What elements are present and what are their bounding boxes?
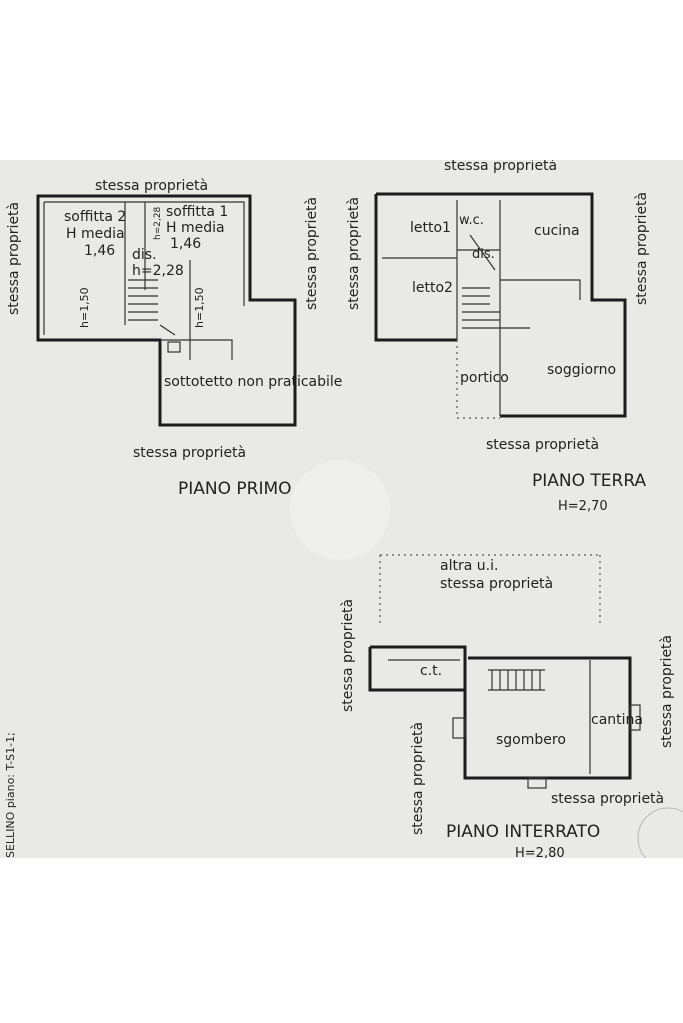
piano-primo-neighbor-right: stessa proprietà <box>304 197 320 310</box>
piano-primo-neighbor-top: stessa proprietà <box>95 178 208 194</box>
altra-ui-boundary <box>379 554 601 625</box>
piano-terra-stairs <box>462 287 530 329</box>
stamp-mark <box>637 807 683 858</box>
soffitta-1-eave-height: h=1,50 <box>193 287 206 328</box>
ridge-height: h=2,28 <box>153 206 163 240</box>
piano-interrato-inner-walls <box>388 659 591 774</box>
piano-interrato-height: H=2,80 <box>515 846 565 858</box>
letto2-label: letto2 <box>412 280 453 296</box>
piano-terra-outline <box>374 192 627 418</box>
chimney-mark <box>167 341 181 353</box>
piano-terra-neighbor-bottom: stessa proprietà <box>486 437 599 453</box>
piano-terra-plan <box>374 192 627 419</box>
centrale-termica-label: c.t. <box>420 663 442 679</box>
altra-ui-label: altra u.i. <box>440 558 498 574</box>
soggiorno-label: soggiorno <box>547 362 616 378</box>
disimpegno-terra-label: dis. <box>472 247 495 262</box>
piano-interrato-stairs <box>488 669 545 691</box>
wc-label: w.c. <box>459 213 484 228</box>
disimpegno-label: dis. <box>132 247 157 263</box>
piano-primo-neighbor-bottom: stessa proprietà <box>133 445 246 461</box>
piano-interrato-outline <box>368 645 632 780</box>
piano-interrato-neighbor-left-lower: stessa proprietà <box>410 722 426 835</box>
piano-primo-title: PIANO PRIMO <box>178 479 292 499</box>
soffitta-2-height: 1,46 <box>84 243 115 259</box>
letto1-label: letto1 <box>410 220 451 236</box>
piano-primo-plan <box>36 194 297 427</box>
soffitta-1-height: 1,46 <box>170 236 201 252</box>
window-mark <box>452 717 466 739</box>
soffitta-1-label: soffitta 1 <box>166 204 228 220</box>
piano-interrato-neighbor-bottom: stessa proprietà <box>551 791 664 807</box>
piano-terra-neighbor-left: stessa proprietà <box>346 197 362 310</box>
cantina-label: cantina <box>591 712 643 728</box>
floor-plan-drawing: stessa proprietà stessa proprietà stessa… <box>4 160 683 858</box>
piano-interrato-plan <box>368 554 641 789</box>
watermark-logo <box>290 460 390 560</box>
margin-reference-text: SELLINO piano: T-S1-1; <box>4 732 17 858</box>
portico-label: portico <box>460 370 509 386</box>
sottotetto-label: sottotetto non praticabile <box>164 374 342 390</box>
soffitta-2-label: soffitta 2 <box>64 209 126 225</box>
piano-interrato-neighbor-left-upper: stessa proprietà <box>340 599 356 712</box>
piano-terra-inner-walls <box>382 200 581 416</box>
portico-outline <box>456 340 500 419</box>
piano-primo-neighbor-left: stessa proprietà <box>6 202 22 315</box>
piano-terra-neighbor-right: stessa proprietà <box>634 192 650 305</box>
piano-interrato-neighbor-right: stessa proprietà <box>659 635 675 748</box>
piano-interrato-title: PIANO INTERRATO <box>446 822 600 842</box>
soffitta-2-hmedia: H media <box>66 226 125 242</box>
piano-terra-height: H=2,70 <box>558 499 608 514</box>
soffitta-1-hmedia: H media <box>166 220 225 236</box>
floor-plan-sheet: stessa proprietà stessa proprietà stessa… <box>0 160 683 858</box>
bocca-di-lupo <box>527 777 547 789</box>
soffitta-2-eave-height: h=1,50 <box>78 287 91 328</box>
cantina-window-mark <box>629 704 641 731</box>
piano-primo-inner-walls <box>43 201 245 360</box>
piano-terra-neighbor-top: stessa proprietà <box>444 160 557 174</box>
piano-terra-title: PIANO TERRA <box>532 471 646 491</box>
piano-primo-stairs <box>128 279 176 336</box>
cucina-label: cucina <box>534 223 580 239</box>
piano-interrato-neighbor-top: stessa proprietà <box>440 576 553 592</box>
sgombero-label: sgombero <box>496 732 566 748</box>
piano-primo-outline <box>36 194 297 427</box>
disimpegno-height: h=2,28 <box>132 263 184 279</box>
